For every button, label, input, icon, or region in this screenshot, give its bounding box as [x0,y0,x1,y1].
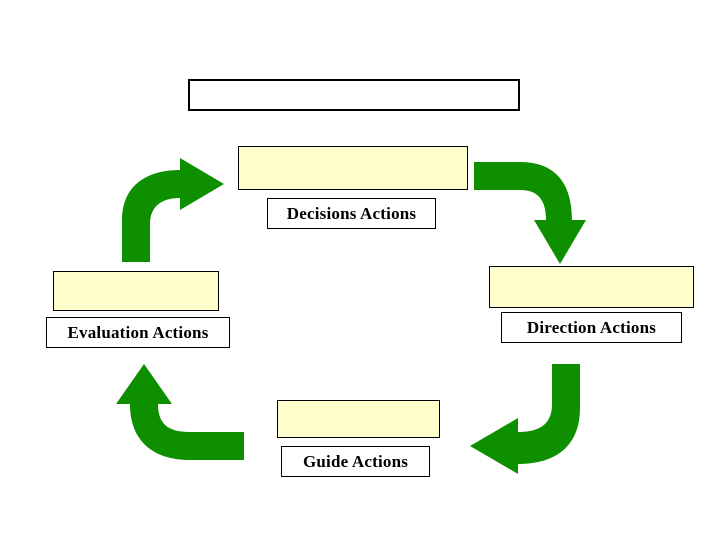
arrow-evaluation-to-decisions [112,158,230,262]
stage-label-decisions: Decisions Actions [267,198,436,229]
stage-label-evaluation: Evaluation Actions [46,317,230,348]
stage-panel-direction [489,266,694,308]
arrow-decisions-to-direction [474,158,596,266]
title-box [188,79,520,111]
curved-arrow-left-up-icon [116,364,244,460]
curved-arrow-right-down-icon [474,162,586,264]
arrow-direction-to-guide [456,364,584,474]
stage-panel-guide [277,400,440,438]
stage-label-guide: Guide Actions [281,446,430,477]
curved-arrow-up-right-icon [122,158,224,262]
arrow-guide-to-evaluation [104,364,244,462]
stage-panel-evaluation [53,271,219,311]
stage-label-direction: Direction Actions [501,312,682,343]
stage-panel-decisions [238,146,468,190]
curved-arrow-down-left-icon [470,364,580,474]
